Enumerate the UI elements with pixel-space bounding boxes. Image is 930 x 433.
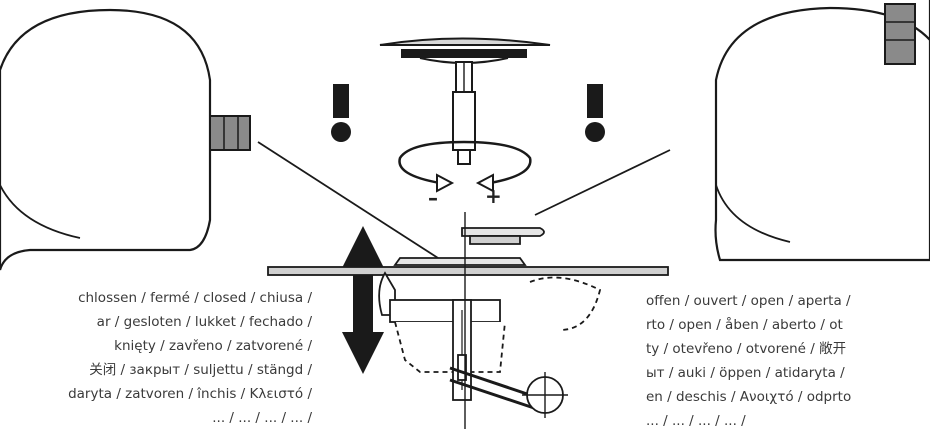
closed-knob [210, 116, 250, 150]
closed-caption-line: ... / ... / ... / ... / [68, 406, 312, 430]
closed-caption-line: ar / gesloten / lukket / fechado / [68, 310, 312, 334]
plus-label: + [485, 184, 502, 208]
closed-caption: chlossen / fermé / closed / chiusa / ar … [68, 286, 312, 430]
closed-position-dome [0, 10, 210, 270]
open-caption-line: ... / ... / ... / ... / [646, 409, 851, 433]
up-down-arrow-icon [342, 226, 384, 374]
open-caption-line: rto / open / åben / aberto / ot [646, 313, 851, 337]
warning-exclamation-right [585, 84, 605, 142]
open-caption-line: en / deschis / Ανοιχτό / odprto [646, 385, 851, 409]
closed-caption-line: knięty / zavřeno / zatvorené / [68, 334, 312, 358]
open-caption: offen / ouvert / open / aperta / rto / o… [646, 289, 851, 433]
drain-assembly [379, 212, 600, 429]
stopper-cap-icon [380, 39, 550, 165]
arrow-head-left [437, 175, 452, 191]
warning-exclamation-left [331, 84, 351, 142]
open-caption-line: ыт / auki / öppen / atidaryta / [646, 361, 851, 385]
closed-caption-line: 关闭 / закрыт / suljettu / stängd / [68, 358, 312, 382]
open-knob [885, 4, 915, 64]
closed-caption-line: daryta / zatvoren / închis / Κλειστό / [68, 382, 312, 406]
closed-caption-line: chlossen / fermé / closed / chiusa / [68, 286, 312, 310]
minus-label: – [428, 186, 438, 210]
leader-line-left [258, 142, 438, 258]
open-caption-line: ty / otevřeno / otvorené / 敞开 [646, 337, 851, 361]
open-caption-line: offen / ouvert / open / aperta / [646, 289, 851, 313]
basin-plate [268, 267, 668, 275]
leader-line-right [535, 150, 670, 215]
